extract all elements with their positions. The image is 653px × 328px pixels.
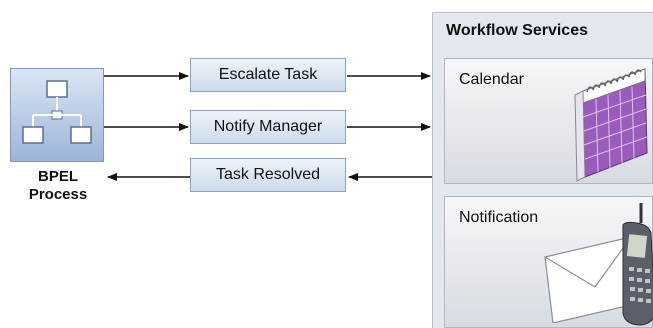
notify-manager-message: Notify Manager bbox=[190, 110, 346, 144]
bpel-process-label: BPEL Process bbox=[6, 168, 110, 204]
notification-label: Notification bbox=[459, 209, 539, 226]
task-resolved-message: Task Resolved bbox=[190, 158, 346, 192]
process-tree-icon bbox=[22, 80, 92, 144]
bpel-label-line2: Process bbox=[28, 186, 88, 203]
escalate-task-message: Escalate Task bbox=[190, 58, 346, 92]
workflow-services-title: Workflow Services bbox=[446, 22, 588, 39]
calendar-service: Calendar bbox=[444, 58, 653, 184]
mobile-phone-icon bbox=[622, 203, 653, 326]
notification-service: Notification bbox=[444, 196, 653, 328]
calendar-label: Calendar bbox=[459, 71, 524, 88]
bpel-label-line1: BPEL bbox=[37, 168, 78, 185]
bpel-process-icon bbox=[10, 68, 104, 162]
calendar-icon bbox=[574, 68, 648, 182]
